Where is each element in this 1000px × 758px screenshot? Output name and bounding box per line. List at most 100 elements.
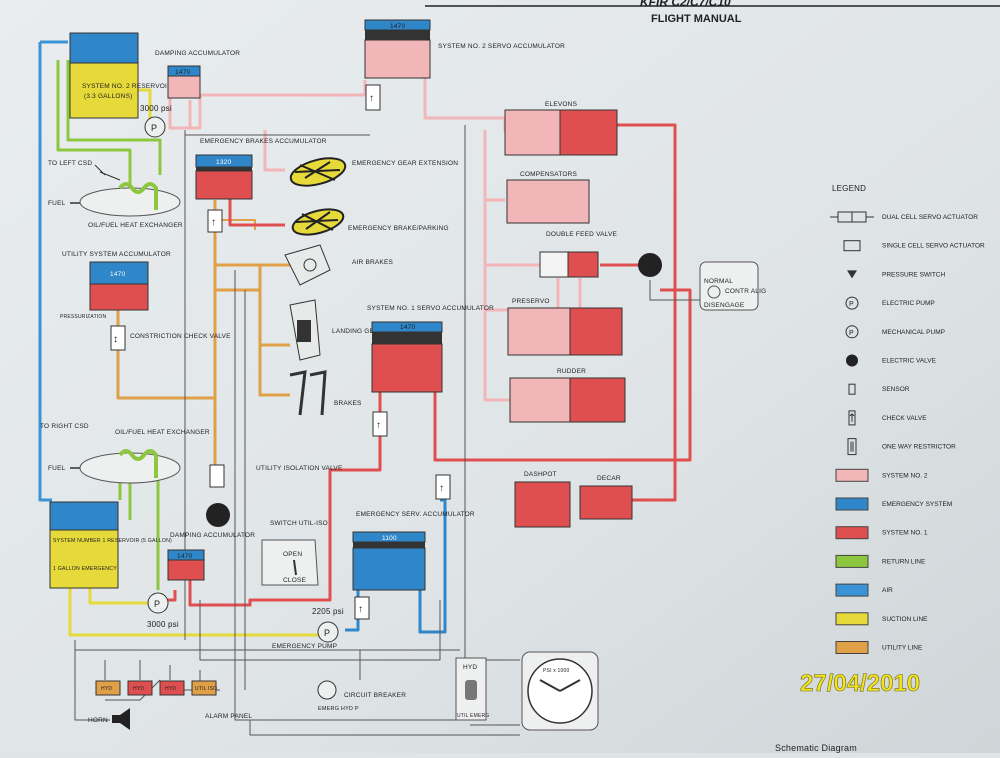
oil-fuel-hx-bot-label: OIL/FUEL HEAT EXCHANGER bbox=[115, 429, 210, 436]
damping-accumulator-bottom: DAMPING ACCUMULATOR 1470 bbox=[167, 532, 255, 581]
svg-text:P: P bbox=[849, 301, 854, 308]
dashpot-actuator: DASHPOT bbox=[514, 471, 571, 528]
sys2-servo-acc-val: 1470 bbox=[390, 23, 405, 30]
legend-label: CHECK VALVE bbox=[882, 415, 927, 422]
horn-label: HORN bbox=[88, 717, 108, 724]
hyd-label: HYD bbox=[463, 664, 477, 671]
utility-iso-valve-label: UTILITY ISOLATION VALVE bbox=[256, 465, 343, 472]
electric-valve-right bbox=[638, 253, 662, 277]
rudder-actuator: RUDDER bbox=[509, 368, 626, 423]
heat-exchanger-bottom: TO RIGHT CSD OIL/FUEL HEAT EXCHANGER FUE… bbox=[40, 423, 210, 484]
legend-symbol-swatch bbox=[835, 612, 869, 626]
check-valve-sys1: ↑ bbox=[376, 420, 381, 431]
legend-label: AIR bbox=[882, 587, 893, 594]
legend-label: PRESSURE SWITCH bbox=[882, 271, 946, 278]
sys1-servo-accumulator: SYSTEM NO. 1 SERVO ACCUMULATOR 1470 ↑ ↑ bbox=[367, 305, 494, 500]
header-title: FLIGHT MANUAL bbox=[651, 13, 742, 25]
check-valve-emerg: ↑ bbox=[439, 483, 444, 494]
legend-label: SINGLE CELL SERVO ACTUATOR bbox=[882, 243, 985, 250]
legend-symbol-check bbox=[848, 410, 856, 426]
heat-exchanger-top: TO LEFT CSD FUEL OIL/FUEL HEAT EXCHANGER bbox=[48, 160, 183, 229]
sys2-line-7 bbox=[556, 278, 582, 308]
sys2-line-main bbox=[168, 90, 192, 130]
air-line bbox=[38, 42, 52, 502]
pump-bottom bbox=[147, 592, 169, 614]
landing-gear-label: LANDING GEAR bbox=[332, 328, 384, 335]
switch-close-label: CLOSE bbox=[283, 577, 307, 584]
sys2-reservoir-label: SYSTEM NO. 2 RESERVOIR bbox=[82, 83, 172, 90]
circuit-breaker-label: CIRCUIT BREAKER bbox=[344, 692, 406, 699]
sys2-line-6 bbox=[263, 130, 285, 172]
legend-symbol-swatch bbox=[835, 554, 869, 568]
dashpot-label: DASHPOT bbox=[524, 471, 557, 478]
lamp-2-label: HYD bbox=[133, 686, 144, 692]
fuel-top-label: FUEL bbox=[48, 200, 66, 207]
damping-acc-bot-label: DAMPING ACCUMULATOR bbox=[170, 532, 255, 539]
legend-label: EMERGENCY SYSTEM bbox=[882, 501, 952, 508]
check-valve-util bbox=[209, 464, 225, 488]
util-iso-switch: SWITCH UTIL-ISO OPEN CLOSE bbox=[261, 520, 328, 586]
utility-line-branches bbox=[215, 263, 290, 397]
pump-bottom-psi: 3000 psi bbox=[147, 620, 179, 629]
air-brakes-actuator: AIR BRAKES bbox=[284, 244, 393, 286]
legend-symbol-swatch bbox=[835, 497, 869, 511]
emerg-brake-parking-label: EMERGENCY BRAKE/PARKING bbox=[348, 225, 449, 232]
damping-acc-bot-val: 1470 bbox=[177, 553, 192, 560]
preservo-label: PRESERVO bbox=[512, 298, 550, 305]
sys2-reservoir-cap: (3.3 GALLONS) bbox=[84, 93, 132, 100]
normal-label: NORMAL bbox=[704, 278, 733, 285]
legend-symbol-single bbox=[843, 240, 861, 252]
legend-label: MECHANICAL PUMP bbox=[882, 329, 945, 336]
pump-top-letter: P bbox=[151, 123, 157, 133]
legend-symbol-sensor bbox=[848, 383, 856, 395]
legend-title: LEGEND bbox=[832, 184, 866, 193]
oil-fuel-hx-top-label: OIL/FUEL HEAT EXCHANGER bbox=[88, 222, 183, 229]
switch-open-label: OPEN bbox=[283, 551, 302, 558]
sys2-reservoir: SYSTEM NO. 2 RESERVOIR (3.3 GALLONS) bbox=[69, 32, 172, 119]
check-valve-brakes: ↑ bbox=[211, 217, 216, 228]
brakes-actuator: BRAKES bbox=[289, 370, 362, 416]
air-brakes-label: AIR BRAKES bbox=[352, 259, 393, 266]
legend-label: UTILITY LINE bbox=[882, 645, 923, 652]
utility-isolation-valve bbox=[206, 503, 230, 527]
lamp-4-label: UTIL ISO bbox=[195, 686, 217, 692]
emerg-pump-psi: 2205 psi bbox=[312, 607, 344, 616]
utility-acc-label: UTILITY SYSTEM ACCUMULATOR bbox=[62, 251, 171, 258]
legend-label: SUCTION LINE bbox=[882, 616, 928, 623]
utility-line-emerg bbox=[215, 219, 256, 230]
check-valve-sys2: ↑ bbox=[369, 93, 374, 104]
pump-top bbox=[144, 116, 166, 138]
sys1-reservoir: SYSTEM NUMBER 1 RESERVOIR (5 GALLON) 1 G… bbox=[49, 501, 172, 589]
landing-gear-actuator: LANDING GEAR bbox=[289, 299, 384, 361]
emerg-brakes-acc-val: 1320 bbox=[216, 159, 231, 166]
emerg-servo-acc-label: EMERGENCY SERV. ACCUMULATOR bbox=[356, 511, 475, 518]
emerg-servo-acc-val: 1100 bbox=[382, 535, 397, 542]
emerg-servo-accumulator: EMERGENCY SERV. ACCUMULATOR 1100 ↑ bbox=[352, 511, 475, 620]
sys1-servo-acc-val: 1470 bbox=[400, 324, 415, 331]
header-brand: KFIR C2/C7/C10 bbox=[640, 0, 731, 9]
alarm-panel-lamps: HYD HYD HYD UTIL ISO bbox=[95, 680, 217, 696]
double-feed-valve: DOUBLE FEED VALVE bbox=[539, 231, 617, 278]
lamp-3-label: HYD bbox=[165, 686, 176, 692]
emerg-gear-bottle: EMERGENCY GEAR EXTENSION bbox=[289, 157, 458, 187]
sys1-reservoir-label: SYSTEM NUMBER 1 RESERVOIR (5 GALLON) bbox=[53, 538, 172, 544]
pressurization-label: PRESSURIZATION bbox=[60, 314, 107, 320]
alarm-panel-label: ALARM PANEL bbox=[205, 713, 252, 720]
legend-label: ELECTRIC PUMP bbox=[882, 300, 935, 307]
elevons-actuator: ELEVONS bbox=[504, 101, 618, 156]
constriction-cv-symbol: ↕ bbox=[113, 334, 118, 345]
legend-symbol-epump: P bbox=[845, 296, 859, 310]
footer-caption: Schematic Diagram bbox=[775, 743, 857, 753]
legend-label: RETURN LINE bbox=[882, 558, 926, 565]
sys1-reservoir-emerg-label: 1 GALLON EMERGENCY bbox=[53, 566, 117, 572]
svg-text:P: P bbox=[849, 330, 854, 337]
switch-util-label: SWITCH UTIL-ISO bbox=[270, 520, 328, 527]
utility-system-accumulator: UTILITY SYSTEM ACCUMULATOR 1470 PRESSURI… bbox=[60, 251, 231, 351]
emerg-hyd-p-label: EMERG HYD P bbox=[318, 706, 359, 712]
check-valve-emerg-servo: ↑ bbox=[358, 604, 363, 615]
damping-acc-top-val: 1470 bbox=[175, 69, 190, 76]
